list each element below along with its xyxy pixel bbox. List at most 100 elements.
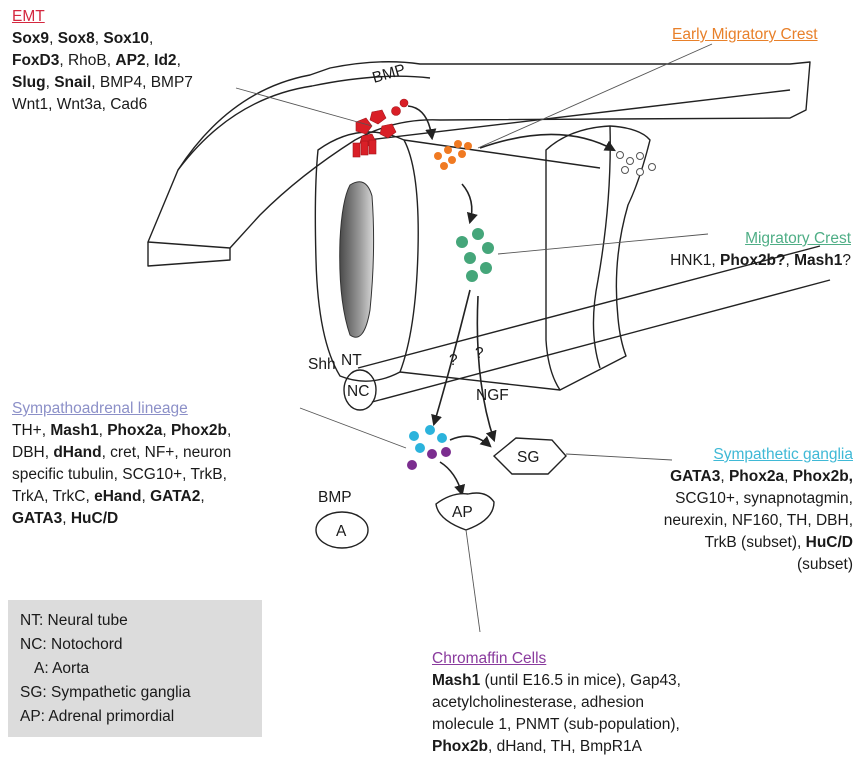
- marker-bold: GATA2: [150, 488, 200, 505]
- text-line: Wnt1, Wnt3a, Cad6: [12, 94, 193, 116]
- text-line: SCG10+, synapnotagmin,: [664, 488, 853, 510]
- label-ap: AP: [452, 504, 473, 521]
- marker-bold: FoxD3: [12, 52, 59, 69]
- leader-sympathoadrenal: [300, 408, 406, 448]
- chromaffin-lines: Mash1 (until E16.5 in mice), Gap43,acety…: [432, 670, 681, 758]
- marker-text: , RhoB,: [59, 52, 115, 69]
- label-bmp-top: BMP: [370, 61, 407, 87]
- marker-bold: Phox2b?: [720, 252, 785, 269]
- marker-text: ?: [842, 252, 851, 269]
- marker-text: (until E16.5 in mice), Gap43,: [480, 672, 681, 689]
- sympathoadrenal-cells: [407, 425, 451, 470]
- marker-text: ,: [162, 422, 171, 439]
- text-line: molecule 1, PNMT (sub-population),: [432, 714, 681, 736]
- marker-bold: HuC/D: [71, 510, 118, 527]
- marker-text: ,: [146, 52, 155, 69]
- marker-bold: AP2: [115, 52, 145, 69]
- arrow-early-to-migratory: [462, 184, 472, 222]
- marker-text: Wnt1, Wnt3a, Cad6: [12, 96, 147, 113]
- marker-text: , dHand, TH, BmpR1A: [488, 738, 642, 755]
- text-line: neurexin, NF160, TH, DBH,: [664, 510, 853, 532]
- sympathetic-ganglia-block: Sympathetic ganglia GATA3, Phox2a, Phox2…: [664, 444, 853, 576]
- legend-item-a: A: Aorta: [34, 660, 89, 678]
- marker-text: ,: [227, 422, 231, 439]
- label-q2: ?: [475, 345, 484, 362]
- label-ngf: NGF: [476, 387, 509, 404]
- migratory-crest-cells: [456, 228, 494, 282]
- marker-bold: Phox2b: [171, 422, 227, 439]
- sympathoadrenal-title: Sympathoadrenal lineage: [12, 398, 231, 420]
- text-line: Phox2b, dHand, TH, BmpR1A: [432, 736, 681, 758]
- text-line: Sox9, Sox8, Sox10,: [12, 28, 193, 50]
- legend-item-nc: NC: Notochord: [20, 636, 123, 654]
- arrow-sa-to-ap: [440, 462, 462, 494]
- text-line: DBH, dHand, cret, NF+, neuron: [12, 442, 231, 464]
- early-crest-title: Early Migratory Crest: [672, 24, 818, 46]
- marker-text: HNK1,: [670, 252, 720, 269]
- text-line: TH+, Mash1, Phox2a, Phox2b,: [12, 420, 231, 442]
- leader-ganglia: [566, 454, 672, 460]
- sympathoadrenal-lines: TH+, Mash1, Phox2a, Phox2b,DBH, dHand, c…: [12, 420, 231, 530]
- text-line: Mash1 (until E16.5 in mice), Gap43,: [432, 670, 681, 692]
- sympathoadrenal-block: Sympathoadrenal lineage TH+, Mash1, Phox…: [12, 398, 231, 530]
- marker-text: molecule 1, PNMT (sub-population),: [432, 716, 680, 733]
- text-line: FoxD3, RhoB, AP2, Id2,: [12, 50, 193, 72]
- marker-text: SCG10+, synapnotagmin,: [675, 490, 853, 507]
- marker-bold: Phox2b: [432, 738, 488, 755]
- marker-text: ,: [720, 468, 729, 485]
- somite-sheet: [546, 126, 650, 390]
- text-line: (subset): [664, 554, 853, 576]
- marker-bold: Phox2b,: [793, 468, 853, 485]
- marker-text: TrkB (subset),: [705, 534, 806, 551]
- marker-text: ,: [200, 488, 204, 505]
- emt-lines: Sox9, Sox8, Sox10,FoxD3, RhoB, AP2, Id2,…: [12, 28, 193, 116]
- marker-text: ,: [784, 468, 793, 485]
- marker-bold: Phox2a: [729, 468, 784, 485]
- marker-bold: Slug: [12, 74, 46, 91]
- neural-tube-lumen: [340, 182, 374, 337]
- arrow-sa-to-sg: [450, 436, 490, 446]
- legend-item-ap: AP: Adrenal primordial: [20, 708, 174, 726]
- label-shh: Shh: [308, 356, 336, 373]
- label-nt: NT: [341, 352, 362, 369]
- migratory-crest-block: Migratory Crest HNK1, Phox2b?, Mash1?: [670, 228, 851, 272]
- marker-bold: dHand: [53, 444, 101, 461]
- marker-bold: Phox2a: [107, 422, 162, 439]
- label-q1: ?: [449, 352, 458, 369]
- marker-text: ,: [141, 488, 150, 505]
- marker-bold: Sox8: [58, 30, 95, 47]
- marker-bold: Mash1: [794, 252, 842, 269]
- arrow-to-distal: [480, 134, 614, 150]
- text-line: GATA3, Phox2a, Phox2b,: [664, 466, 853, 488]
- marker-bold: Sox10: [103, 30, 149, 47]
- marker-bold: Mash1: [432, 672, 480, 689]
- marker-bold: GATA3: [670, 468, 720, 485]
- label-nc: NC: [347, 383, 369, 400]
- chromaffin-title: Chromaffin Cells: [432, 648, 681, 670]
- text-line: specific tubulin, SCG10+, TrkB,: [12, 464, 231, 486]
- abbreviation-legend: NT: Neural tube NC: Notochord A: Aorta S…: [8, 600, 262, 737]
- marker-text: DBH,: [12, 444, 53, 461]
- ectoderm-slab: [148, 62, 810, 248]
- sympathetic-ganglia-title: Sympathetic ganglia: [664, 444, 853, 466]
- marker-text: specific tubulin, SCG10+, TrkB,: [12, 466, 227, 483]
- marker-bold: HuC/D: [806, 534, 853, 551]
- marker-bold: GATA3: [12, 510, 62, 527]
- marker-text: , BMP4, BMP7: [91, 74, 193, 91]
- marker-text: neurexin, NF160, TH, DBH,: [664, 512, 853, 529]
- leader-chromaffin: [466, 530, 480, 632]
- marker-text: ,: [149, 30, 153, 47]
- text-line: TrkB (subset), HuC/D: [664, 532, 853, 554]
- marker-text: ,: [177, 52, 181, 69]
- label-bmp-aorta: BMP: [318, 489, 352, 506]
- legend-item-sg: SG: Sympathetic ganglia: [20, 684, 191, 702]
- migratory-crest-lines: HNK1, Phox2b?, Mash1?: [670, 250, 851, 272]
- arrow-migratory-to-sg: [477, 296, 494, 440]
- marker-text: , cret, NF+, neuron: [102, 444, 232, 461]
- leader-early: [478, 44, 712, 148]
- chromaffin-block: Chromaffin Cells Mash1 (until E16.5 in m…: [432, 648, 681, 758]
- emt-title: EMT: [12, 6, 193, 28]
- text-line: HNK1, Phox2b?, Mash1?: [670, 250, 851, 272]
- text-line: Slug, Snail, BMP4, BMP7: [12, 72, 193, 94]
- distal-crest-cells: [617, 152, 656, 176]
